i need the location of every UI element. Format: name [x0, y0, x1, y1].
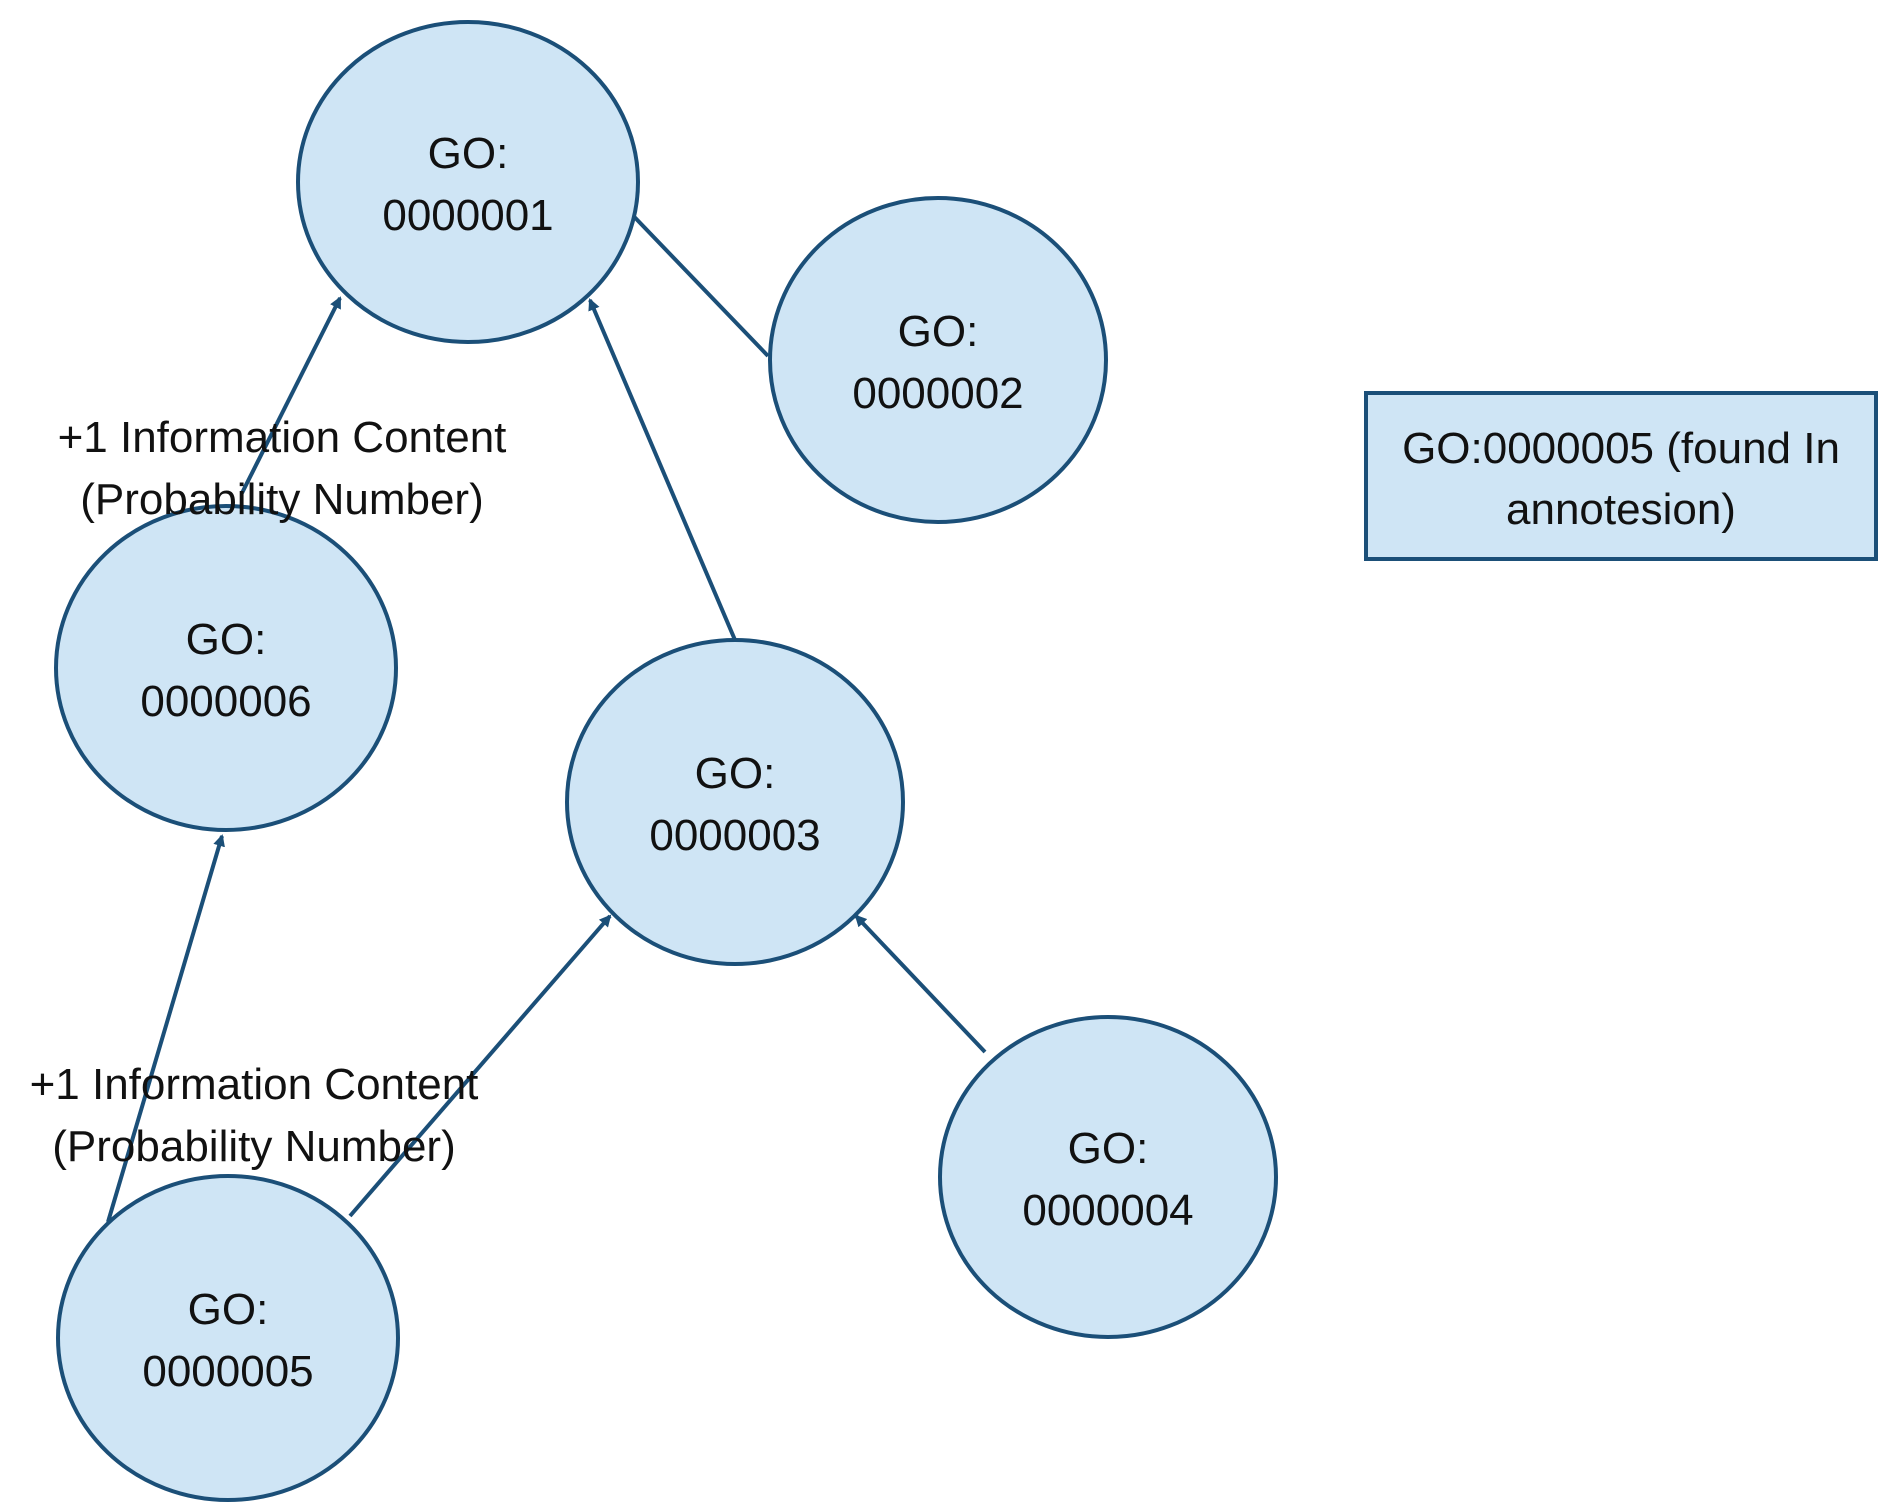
node-circle: [54, 504, 398, 832]
edge-5-to-6: [106, 834, 225, 1223]
node-label-line2: 0000003: [649, 811, 820, 860]
edge-label-line1: +1 Information Content: [58, 413, 507, 462]
node-label-line2: 0000001: [382, 191, 553, 240]
legend-line2: annotesion): [1506, 485, 1736, 534]
edges: [106, 200, 987, 1223]
node-label-line1: GO:: [898, 307, 979, 356]
node-label-line2: 0000005: [142, 1347, 313, 1396]
node-label-line1: GO:: [428, 129, 509, 178]
node-go-0000006: GO: 0000006: [54, 504, 398, 832]
legend-rect: [1364, 391, 1878, 561]
edge-6-to-1: [240, 296, 342, 494]
edge-3-to-1: [588, 298, 737, 641]
node-label-line1: GO:: [1068, 1124, 1149, 1173]
node-go-0000004: GO: 0000004: [938, 1015, 1278, 1339]
node-label-line1: GO:: [695, 749, 776, 798]
edge-label-upper: +1 Information Content (Probability Numb…: [58, 413, 507, 524]
node-go-0000005: GO: 0000005: [56, 1174, 400, 1502]
node-circle: [565, 638, 905, 966]
node-label-line2: 0000002: [852, 369, 1023, 418]
node-circle: [296, 20, 640, 344]
edge-5-to-3: [348, 914, 612, 1218]
node-circle: [56, 1174, 400, 1502]
edge-label-line2: (Probability Number): [80, 475, 483, 524]
node-go-0000003: GO: 0000003: [565, 638, 905, 966]
node-label-line1: GO:: [186, 615, 267, 664]
node-go-0000001: GO: 0000001: [296, 20, 640, 344]
edge-label-lower: +1 Information Content (Probability Numb…: [30, 1060, 479, 1171]
edge-label-line1: +1 Information Content: [30, 1060, 479, 1109]
legend-box: GO:0000005 (found In annotesion): [1364, 391, 1878, 561]
node-label-line2: 0000004: [1022, 1186, 1193, 1235]
node-label-line2: 0000006: [140, 677, 311, 726]
edge-2-to-1: [618, 200, 770, 358]
edge-label-line2: (Probability Number): [52, 1122, 455, 1171]
node-circle: [768, 196, 1108, 524]
node-label-line1: GO:: [188, 1285, 269, 1334]
node-go-0000002: GO: 0000002: [768, 196, 1108, 524]
node-circle: [938, 1015, 1278, 1339]
legend-line1: GO:0000005 (found In: [1402, 424, 1840, 473]
edge-4-to-3: [854, 914, 987, 1054]
